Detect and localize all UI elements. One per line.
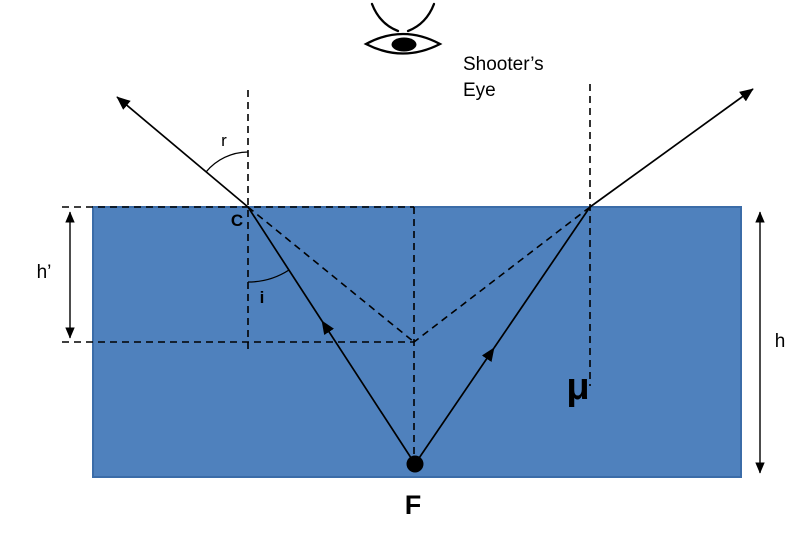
eye-lash-right-icon xyxy=(406,2,436,33)
eye-lash-left-icon xyxy=(370,2,400,33)
fish-point xyxy=(406,455,424,473)
virtual-ray-right-dashed-line xyxy=(413,206,591,343)
label-angle-r: r xyxy=(221,131,227,150)
label-angle-i: i xyxy=(260,288,265,307)
label-point-c: C xyxy=(231,211,243,230)
angle-r-arc xyxy=(205,151,249,173)
refracted-ray-right xyxy=(589,88,754,208)
refracted-ray-left xyxy=(116,96,249,208)
label-apparent-depth: h’ xyxy=(37,262,52,283)
incident-ray-right xyxy=(414,206,591,465)
label-fish: F xyxy=(405,490,422,520)
label-refractive-index: μ xyxy=(566,366,589,408)
eye-caption-line1: Shooter’s xyxy=(463,54,544,75)
eye-pupil-icon xyxy=(391,37,417,52)
eye-icon xyxy=(363,2,443,55)
water-body xyxy=(92,206,742,478)
incident-ray-left xyxy=(247,206,416,465)
eye-caption-line2: Eye xyxy=(463,80,496,101)
label-real-depth: h xyxy=(775,331,786,352)
angle-i-arc xyxy=(247,269,290,283)
